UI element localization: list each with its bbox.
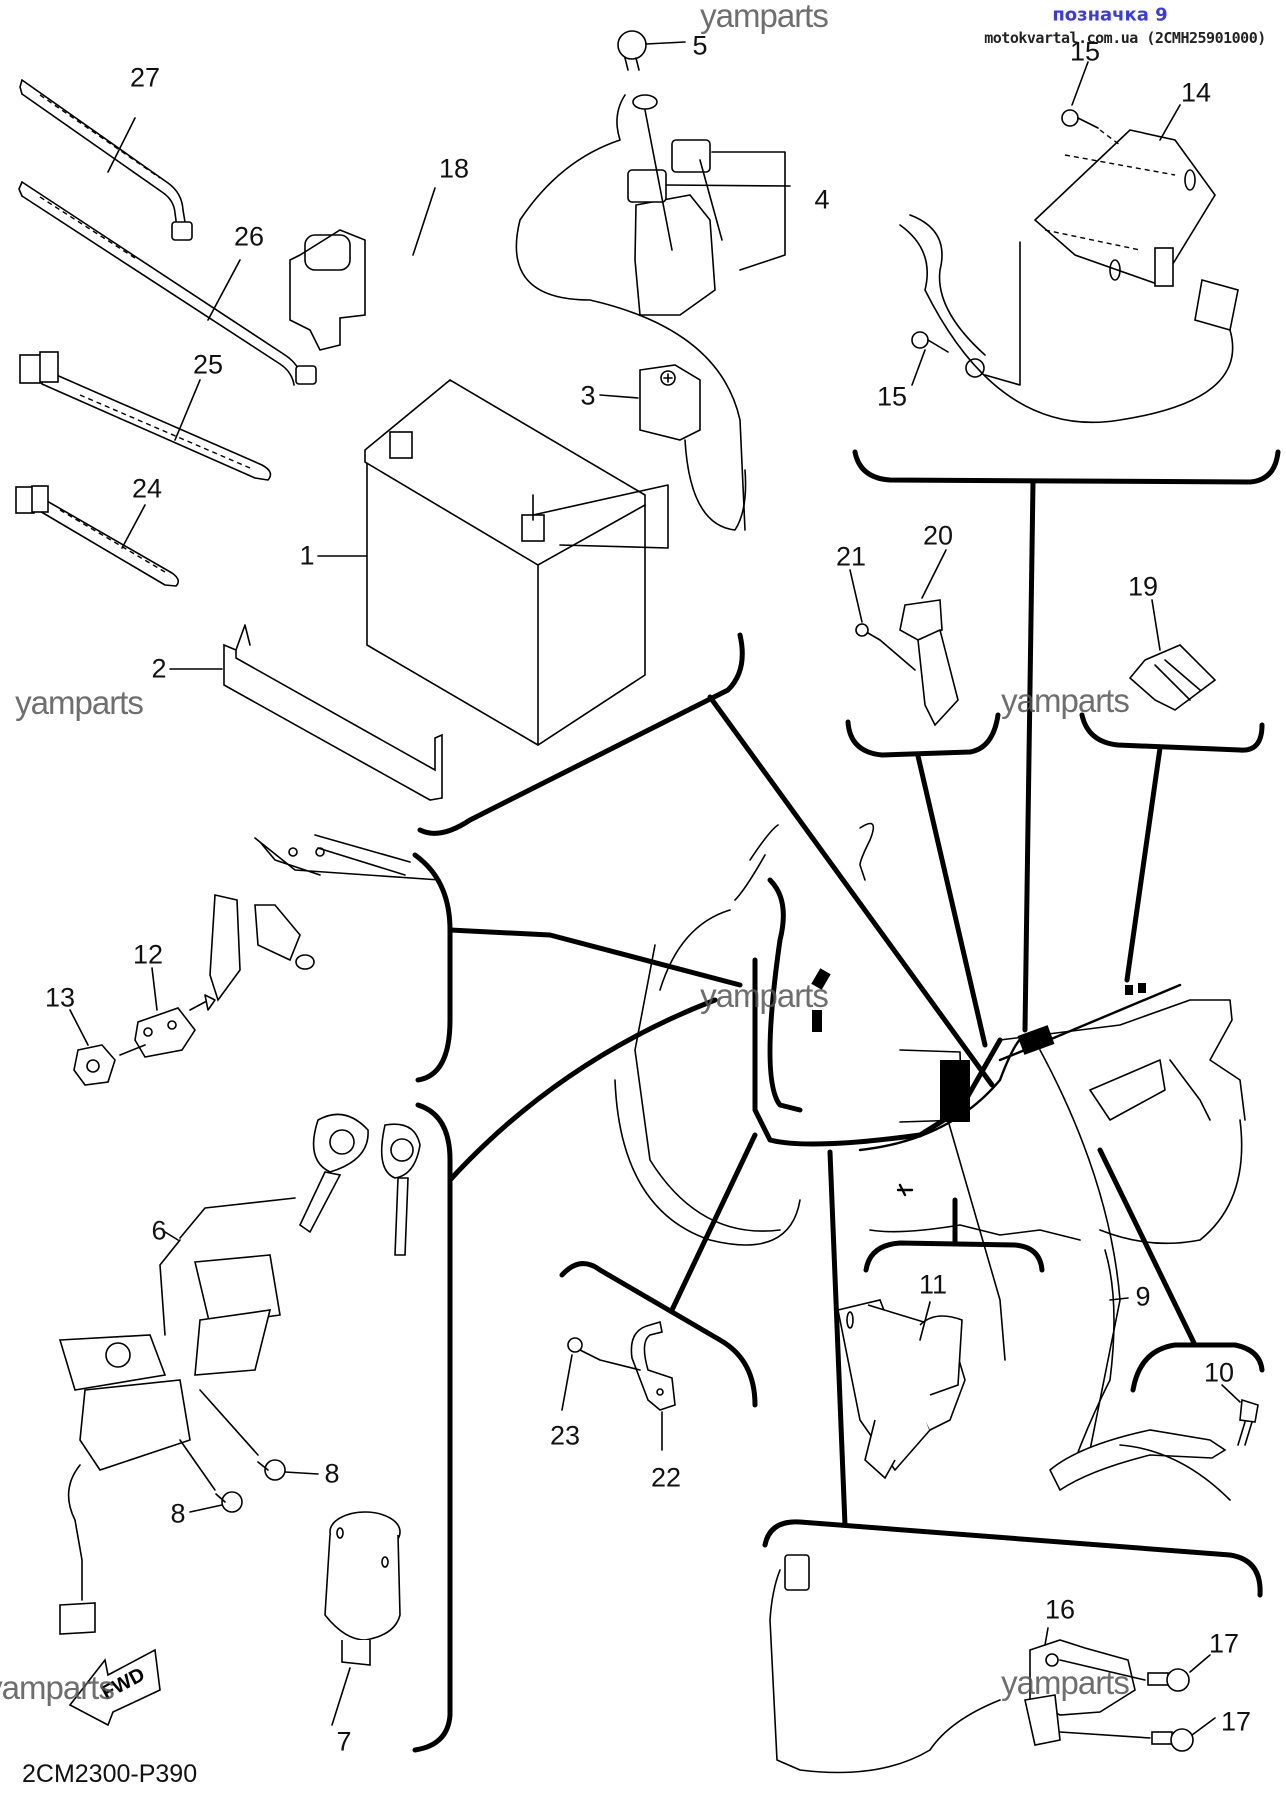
sensor-11 xyxy=(837,1299,966,1480)
callout-21: 21 xyxy=(835,541,867,572)
bolt-10 xyxy=(1221,1384,1259,1446)
diagram-title: позначка 9 xyxy=(1052,4,1168,26)
fwd-arrow: FWD xyxy=(68,1648,161,1727)
callout-16: 16 xyxy=(1044,1594,1076,1625)
callout-15-bottom: 15 xyxy=(876,381,908,412)
battery-1 xyxy=(317,379,669,746)
connector-19 xyxy=(1128,599,1217,711)
group-bracket-lever xyxy=(412,852,743,1083)
plate-12 xyxy=(134,967,206,1058)
callout-25: 25 xyxy=(192,349,224,380)
cable-tie-26 xyxy=(18,181,317,386)
source-label: motokvartal.com.ua (2CMH25901000) xyxy=(984,29,1266,47)
screw-17a xyxy=(1059,1654,1211,1692)
screw-17b xyxy=(1059,1717,1216,1752)
cable-tie-24 xyxy=(15,485,180,587)
lever-bracket xyxy=(204,834,441,1011)
cable-tie-27 xyxy=(19,79,193,241)
callout-8-lower: 8 xyxy=(170,1498,186,1529)
rectifier-regulator-14 xyxy=(899,61,1239,424)
callout-10: 10 xyxy=(1203,1357,1235,1388)
callout-23: 23 xyxy=(549,1420,581,1451)
terminal-cover-3 xyxy=(599,364,747,531)
diagram-code: 2CM2300-P390 xyxy=(22,1760,198,1788)
callout-5: 5 xyxy=(692,30,708,61)
callout-11: 11 xyxy=(918,1269,948,1300)
callout-20: 20 xyxy=(922,520,954,551)
relay-18 xyxy=(289,187,436,351)
callout-26: 26 xyxy=(233,221,265,252)
callout-14: 14 xyxy=(1180,77,1212,108)
watermark: yamparts xyxy=(1001,682,1130,719)
callout-12: 12 xyxy=(132,939,164,970)
screw-8b xyxy=(179,1439,243,1513)
group-bracket-clamp-22 xyxy=(559,1132,758,1408)
screw-23 xyxy=(561,1337,641,1411)
callout-17-upper: 17 xyxy=(1208,1628,1240,1659)
cable-tie-25 xyxy=(19,351,272,481)
starter-relay-4 xyxy=(515,30,791,531)
ignition-switch-6 xyxy=(58,1113,421,1635)
clamp-20 xyxy=(849,549,959,727)
watermark: yamparts xyxy=(1001,1664,1130,1701)
battery-band-2 xyxy=(169,624,443,801)
callout-3: 3 xyxy=(580,380,596,411)
callout-4: 4 xyxy=(814,184,830,215)
group-bracket-clamp xyxy=(845,712,1001,1048)
callout-15-top: 15 xyxy=(1069,36,1101,67)
callout-6: 6 xyxy=(151,1215,167,1246)
callout-22: 22 xyxy=(650,1462,682,1493)
wiring-harness xyxy=(752,877,1182,1197)
switch-16 xyxy=(769,1554,1136,1774)
watermark: yamparts xyxy=(0,1669,115,1706)
group-bracket-bolt xyxy=(1097,1147,1265,1393)
callout-24: 24 xyxy=(131,473,163,504)
watermark: yamparts xyxy=(700,977,829,1014)
screw-8a xyxy=(199,1389,319,1481)
callout-1: 1 xyxy=(299,540,315,571)
cable-9 xyxy=(1049,1249,1231,1501)
callout-2: 2 xyxy=(151,653,167,684)
lock-cylinder-7 xyxy=(324,1511,401,1726)
clamp-22 xyxy=(630,1320,676,1451)
watermark: yamparts xyxy=(700,0,829,34)
group-bracket-ignition xyxy=(412,997,718,1753)
group-bracket-connector xyxy=(1079,712,1265,983)
callout-8-upper: 8 xyxy=(324,1458,340,1489)
watermark: yamparts xyxy=(15,684,144,721)
group-bracket-regulator xyxy=(852,449,1281,1033)
group-bracket-switch xyxy=(762,1149,1263,1598)
group-bracket-battery xyxy=(417,632,995,1088)
callout-9: 9 xyxy=(1135,1281,1151,1312)
group-bracket-sensor xyxy=(863,1197,1045,1273)
callout-18: 18 xyxy=(438,153,470,184)
callout-27: 27 xyxy=(129,62,161,93)
callout-13: 13 xyxy=(44,982,76,1013)
callout-19: 19 xyxy=(1127,571,1159,602)
nut-13 xyxy=(69,1009,146,1086)
callout-7: 7 xyxy=(336,1726,352,1757)
callout-17-lower: 17 xyxy=(1220,1706,1252,1737)
